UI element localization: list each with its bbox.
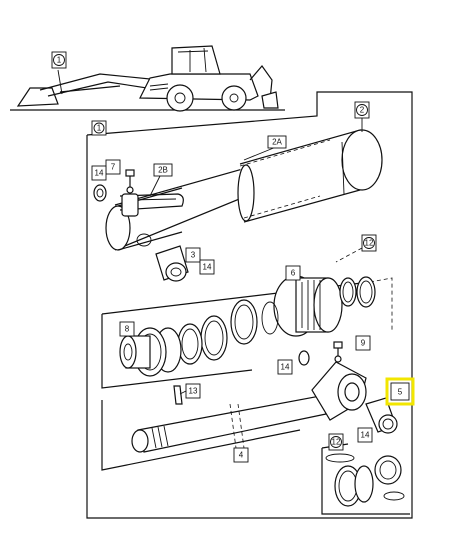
hydraulic-tube — [119, 193, 184, 217]
backhoe-loader-illustration — [10, 45, 285, 112]
bush-part — [155, 245, 189, 282]
piston-rod — [131, 361, 367, 453]
svg-text:2B: 2B — [158, 166, 168, 175]
svg-text:6: 6 — [291, 269, 296, 278]
callout-rod[interactable]: 4 — [233, 447, 249, 463]
svg-text:7: 7 — [111, 163, 116, 172]
callout-assembly[interactable]: 1 — [91, 120, 107, 136]
pin — [173, 385, 183, 405]
svg-text:3: 3 — [191, 251, 196, 260]
callout-grease-nipple-rod[interactable]: 9 — [355, 335, 371, 351]
assembly-frame — [86, 91, 413, 519]
callout-seal-left[interactable]: 14 — [91, 165, 107, 181]
seal-ring-left — [93, 184, 107, 202]
svg-text:2: 2 — [360, 106, 365, 115]
svg-text:14: 14 — [203, 263, 212, 272]
callout-seal-bush[interactable]: 14 — [199, 259, 215, 275]
callout-machine[interactable]: 1 — [51, 51, 67, 69]
highlight-box — [385, 377, 415, 406]
callout-seal-kit[interactable]: 12 — [361, 234, 377, 252]
callout-bush-highlighted[interactable]: 5 — [385, 377, 415, 406]
bush-rod-eye — [365, 397, 398, 434]
callout-pin[interactable]: 13 — [185, 383, 201, 399]
svg-text:12: 12 — [332, 438, 341, 447]
gland — [119, 327, 182, 377]
cylinder-barrel — [105, 129, 383, 251]
callout-grease-nipple[interactable]: 7 — [105, 159, 121, 175]
callout-cylinder[interactable]: 2 — [354, 101, 370, 119]
callout-barrel[interactable]: 2A — [267, 135, 287, 149]
callout-piston[interactable]: 6 — [285, 265, 301, 281]
svg-text:14: 14 — [281, 363, 290, 372]
svg-text:4: 4 — [239, 451, 244, 460]
svg-text:12: 12 — [365, 239, 374, 248]
callout-seal-rod-eye[interactable]: 14 — [277, 359, 293, 375]
svg-text:14: 14 — [95, 169, 104, 178]
piston — [273, 275, 343, 337]
svg-text:14: 14 — [361, 431, 370, 440]
grease-nipple — [125, 169, 135, 194]
callout-bush[interactable]: 3 — [185, 247, 201, 263]
svg-text:9: 9 — [361, 339, 366, 348]
svg-text:1: 1 — [97, 124, 102, 133]
svg-text:8: 8 — [125, 325, 130, 334]
callout-seal-right[interactable]: 14 — [357, 427, 373, 443]
svg-text:2A: 2A — [272, 138, 282, 147]
callout-tube[interactable]: 2B — [153, 163, 173, 177]
svg-text:1: 1 — [57, 56, 62, 65]
callout-gland[interactable]: 8 — [119, 321, 135, 337]
svg-text:13: 13 — [189, 387, 198, 396]
grease-nipple-rod — [333, 341, 343, 363]
svg-text:5: 5 — [398, 388, 403, 397]
callout-seal-kit-inset[interactable]: 12 — [328, 433, 344, 451]
